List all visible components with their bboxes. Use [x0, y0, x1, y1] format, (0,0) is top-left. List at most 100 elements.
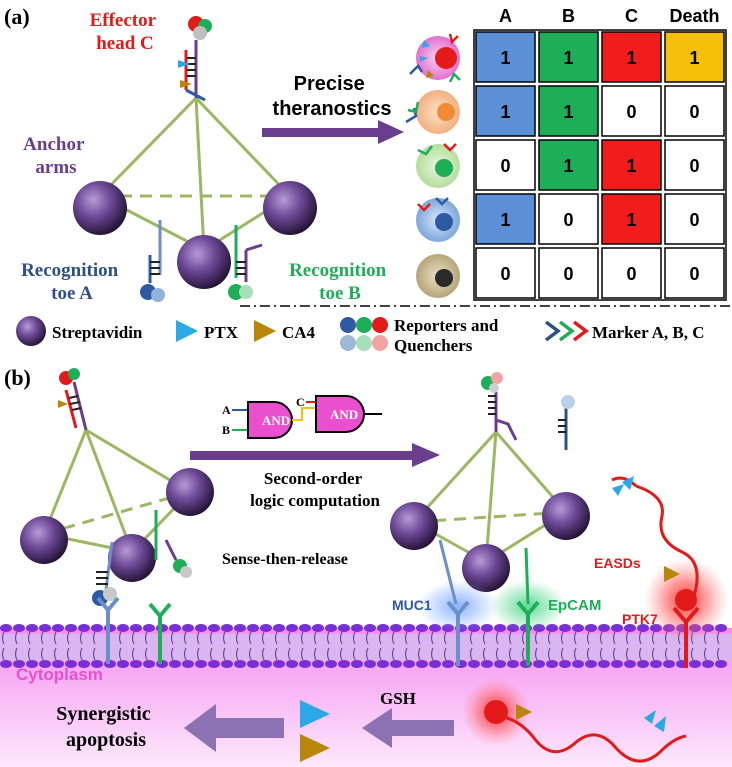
lipid-tail — [222, 631, 226, 645]
lipid-head — [507, 660, 519, 668]
lipid-tail — [521, 647, 525, 661]
streptavidin-sphere — [462, 544, 510, 592]
lipid-head — [325, 660, 337, 668]
table-cell — [538, 85, 599, 137]
lipid-tail — [508, 631, 512, 645]
lipid-tail — [1, 647, 5, 661]
lipid-head — [390, 660, 402, 668]
lipid-tail — [508, 647, 512, 661]
lipid-tail — [144, 631, 148, 645]
table-cell — [601, 139, 662, 191]
gate2-label: AND — [330, 407, 358, 422]
table-cell-value: 1 — [626, 48, 636, 68]
ca4-icon — [254, 320, 276, 342]
precise-theranostics-arrow — [262, 120, 404, 144]
lipid-tail — [430, 647, 434, 661]
lipid-head — [689, 660, 701, 668]
lipid-tail — [14, 631, 18, 645]
lipid-tail — [599, 631, 603, 645]
legend-reporters: Reporters and Quenchers — [394, 316, 503, 355]
precise-theranostics-label: Precise theranostics — [273, 73, 392, 120]
tetrahedron-b2 — [412, 430, 568, 564]
lipid-tail — [664, 647, 668, 661]
lipid-head — [13, 624, 25, 632]
table-header: C — [625, 6, 638, 26]
recognition-toe-b-label: Recognition toe B — [289, 260, 391, 304]
lipid-tail — [326, 631, 330, 645]
legend: Streptavidin PTX CA4 Reporters and Quenc… — [16, 316, 705, 355]
epcam-glow — [490, 580, 566, 632]
lipid-tail — [27, 631, 31, 645]
lipid-tail — [183, 647, 187, 661]
legend-markers: Marker A, B, C — [592, 323, 705, 342]
recognition-toe-b-strand — [228, 225, 263, 300]
lipid-head — [416, 624, 428, 632]
table-cell — [601, 31, 662, 83]
lipid-head — [169, 660, 181, 668]
tetrahedron-a — [98, 96, 292, 252]
lipid-head — [572, 660, 584, 668]
lipid-head — [0, 624, 12, 632]
lipid-head — [624, 660, 636, 668]
table-cell — [475, 31, 536, 83]
lipid-tail — [235, 647, 239, 661]
lipid-tail — [170, 647, 174, 661]
epcam-bound-strand — [524, 547, 530, 605]
lipid-tail — [14, 647, 18, 661]
reporter-quencher-icons — [340, 317, 388, 351]
lipid-tail — [352, 631, 356, 645]
effector-head-strand — [178, 16, 212, 102]
second-order-label: Second-order logic computation — [250, 469, 380, 510]
lipid-tail — [261, 631, 265, 645]
lipid-head — [338, 660, 350, 668]
lipid-head — [338, 624, 350, 632]
table-cell — [664, 85, 725, 137]
streptavidin-sphere — [108, 534, 156, 582]
lipid-head — [234, 624, 246, 632]
lipid-tail — [300, 631, 304, 645]
gsh-arrow — [362, 708, 454, 748]
table-header: B — [562, 6, 575, 26]
table-cell — [475, 193, 536, 245]
lipid-tail — [53, 647, 57, 661]
lipid-head — [481, 624, 493, 632]
table-cell-value: 0 — [689, 264, 699, 284]
lipid-head — [208, 624, 220, 632]
synergistic-apoptosis-label: Synergistic apoptosis — [56, 703, 155, 751]
lipid-tail — [469, 631, 473, 645]
lipid-head — [182, 660, 194, 668]
lipid-tail — [326, 647, 330, 661]
lipid-tail — [66, 647, 70, 661]
cell-abc — [409, 33, 461, 83]
lipid-head — [611, 660, 623, 668]
lipid-head — [312, 624, 324, 632]
lipid-tail — [703, 647, 707, 661]
lipid-head — [494, 660, 506, 668]
legend-streptavidin: Streptavidin — [52, 323, 143, 342]
gate1-label: AND — [262, 413, 290, 428]
lipid-head — [286, 660, 298, 668]
lipid-head — [273, 660, 285, 668]
receptor-left-green — [148, 602, 172, 664]
table-cell-value: 0 — [626, 102, 636, 122]
lipid-head — [143, 660, 155, 668]
lipid-head — [286, 624, 298, 632]
table-cell — [664, 139, 725, 191]
streptavidin-sphere — [73, 181, 127, 235]
lipid-tail — [430, 631, 434, 645]
table-cell — [664, 193, 725, 245]
lipid-tail — [313, 631, 317, 645]
effector-strand-b2 — [481, 372, 518, 441]
lipid-head — [715, 660, 727, 668]
lipid-tail — [131, 631, 135, 645]
ptk7-receptor — [672, 606, 700, 668]
table-cell — [475, 139, 536, 191]
lipid-tail — [716, 647, 720, 661]
lipid-head — [39, 660, 51, 668]
lipid-tail — [625, 647, 629, 661]
table-cell — [538, 247, 599, 299]
lipid-tail — [222, 647, 226, 661]
lipid-tail — [1, 631, 5, 645]
lipid-head — [78, 660, 90, 668]
recognition-toe-a-strand — [140, 220, 165, 302]
